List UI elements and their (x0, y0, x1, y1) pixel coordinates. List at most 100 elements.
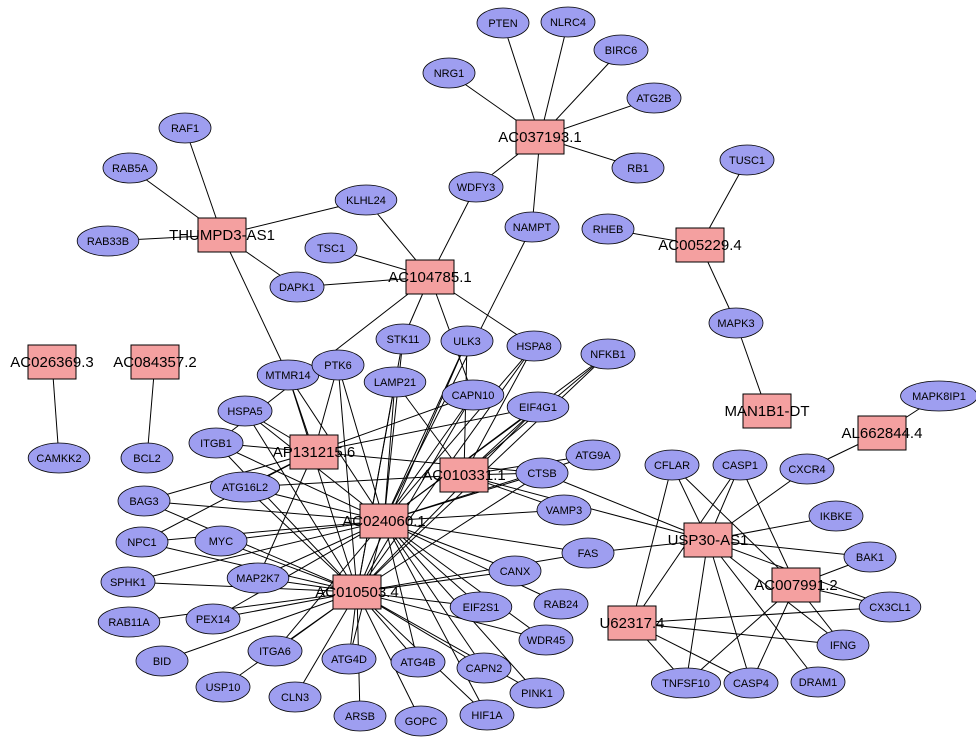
gene-node-rheb: RHEB (581, 213, 635, 245)
lncrna-node-ac037193-1: AC037193.1 (498, 119, 582, 155)
gene-label: BID (153, 656, 171, 668)
lncrna-node-man1b1-dt: MAN1B1-DT (724, 393, 810, 429)
gene-label: ITGB1 (200, 438, 232, 450)
gene-ellipse (843, 541, 897, 573)
lncrna-box (130, 344, 180, 380)
gene-label: SPHK1 (110, 577, 146, 589)
edge-ac024060-1-fas (383, 520, 589, 554)
gene-ellipse (581, 213, 635, 245)
gene-node-hspa8: HSPA8 (506, 330, 562, 362)
gene-label: BAK1 (856, 552, 884, 564)
gene-ellipse (100, 566, 156, 598)
gene-ellipse (448, 171, 504, 203)
lncrna-node-ap131215-6: AP131215.6 (273, 434, 355, 470)
edge-ac010503-4-ptk6 (337, 364, 358, 593)
gene-node-tnfsf10: TNFSF10 (651, 667, 722, 699)
lncrna-label: USP30-AS1 (668, 532, 749, 549)
gene-node-npc1: NPC1 (115, 526, 169, 558)
gene-label: CASP1 (722, 460, 758, 472)
gene-node-rab11a: RAB11A (97, 606, 161, 638)
gene-ellipse (536, 494, 592, 526)
edge-ac010503-4-capn10 (356, 394, 474, 593)
gene-ellipse (117, 485, 171, 517)
gene-label: NFKB1 (590, 349, 625, 361)
lncrna-node-al662844-4: AL662844.4 (842, 415, 922, 451)
edge-ac010503-4-ulk3 (356, 340, 468, 593)
gene-label: RAB24 (544, 599, 579, 611)
gene-node-capn10: CAPN10 (441, 379, 505, 411)
gene-label: MTMR14 (265, 370, 310, 382)
gene-label: MAPK3 (717, 318, 754, 330)
edge-ac010331-1-atg16l2 (244, 474, 465, 488)
edge-ac007991-2-casp1 (739, 464, 797, 586)
edge-u62317-4-cflar (631, 464, 673, 624)
gene-node-ulk3: ULK3 (440, 325, 494, 357)
gene-ellipse (375, 323, 431, 355)
gene-ellipse (304, 232, 358, 264)
gene-ellipse (816, 629, 870, 661)
lncrna-node-ac026369-3: AC026369.3 (10, 344, 94, 380)
gene-label: CAPN2 (466, 663, 503, 675)
gene-node-wdr45: WDR45 (518, 624, 574, 656)
gene-ellipse (268, 681, 322, 713)
lncrna-label: MAN1B1-DT (724, 403, 809, 420)
edge-ac010503-4-rab11a (128, 591, 358, 623)
edge-ac007991-2-cflar (671, 464, 797, 586)
edge-ac024060-1-capn2 (383, 520, 485, 669)
gene-ellipse (900, 380, 976, 412)
gene-label: CTSB (527, 468, 556, 480)
edge-ac024060-1-hspa8 (383, 345, 535, 522)
gene-ellipse (790, 666, 846, 698)
gene-label: STK11 (387, 334, 420, 346)
gene-ellipse (422, 57, 476, 89)
gene-node-usp10: USP10 (195, 671, 251, 703)
lncrna-label: AC037193.1 (498, 129, 581, 146)
gene-node-bag3: BAG3 (117, 485, 171, 517)
gene-node-rab24: RAB24 (533, 588, 589, 620)
lncrna-node-ac024060-1: AC024060.1 (342, 503, 426, 539)
lncrna-label: AC010503.4 (315, 584, 398, 601)
gene-node-cxcr4: CXCR4 (779, 453, 835, 485)
lncrna-box (197, 217, 247, 253)
gene-label: NRG1 (434, 68, 465, 80)
gene-node-sphk1: SPHK1 (100, 566, 156, 598)
gene-node-eif4g1: EIF4G1 (506, 391, 570, 423)
gene-node-lamp21: LAMP21 (363, 366, 427, 398)
gene-ellipse (518, 624, 574, 656)
lncrna-node-thumpd3-as1: THUMPD3-AS1 (169, 217, 275, 253)
gene-ellipse (580, 338, 636, 370)
edge-ac010503-4-canx (356, 570, 516, 593)
gene-node-arsb: ARSB (333, 700, 387, 732)
gene-node-ctsb: CTSB (515, 457, 569, 489)
gene-label: RAB33B (87, 236, 129, 248)
gene-label: USP10 (206, 682, 241, 694)
gene-label: CX3CL1 (869, 602, 911, 614)
gene-ellipse (247, 635, 303, 667)
gene-label: VAMP3 (546, 505, 582, 517)
gene-ellipse (561, 537, 615, 569)
lncrna-box (405, 259, 455, 295)
gene-node-myc: MYC (194, 525, 248, 557)
gene-node-gopc: GOPC (394, 705, 448, 737)
lncrna-box (27, 344, 77, 380)
gene-node-itga6: ITGA6 (247, 635, 303, 667)
edge-ac024060-1-myc (220, 520, 385, 542)
gene-ellipse (449, 591, 513, 623)
gene-label: MYC (209, 536, 234, 548)
edge-ac024060-1-itgb1 (215, 442, 385, 522)
gene-ellipse (185, 603, 241, 635)
gene-label: MAP2K7 (236, 573, 279, 585)
edge-usp30-as1-dram1 (707, 539, 819, 683)
gene-ellipse (97, 606, 161, 638)
gene-label: WDR45 (527, 635, 566, 647)
edge-ap131215-6-map2k7 (257, 451, 315, 579)
gene-node-stk11: STK11 (375, 323, 431, 355)
edge-usp30-as1-casp4 (707, 539, 752, 684)
edge-ac024060-1-sphk1 (127, 520, 385, 583)
gene-node-wdfy3: WDFY3 (448, 171, 504, 203)
gene-ellipse (488, 555, 542, 587)
gene-label: RHEB (593, 224, 624, 236)
gene-node-nrg1: NRG1 (422, 57, 476, 89)
gene-ellipse (27, 442, 91, 474)
gene-ellipse (194, 525, 248, 557)
